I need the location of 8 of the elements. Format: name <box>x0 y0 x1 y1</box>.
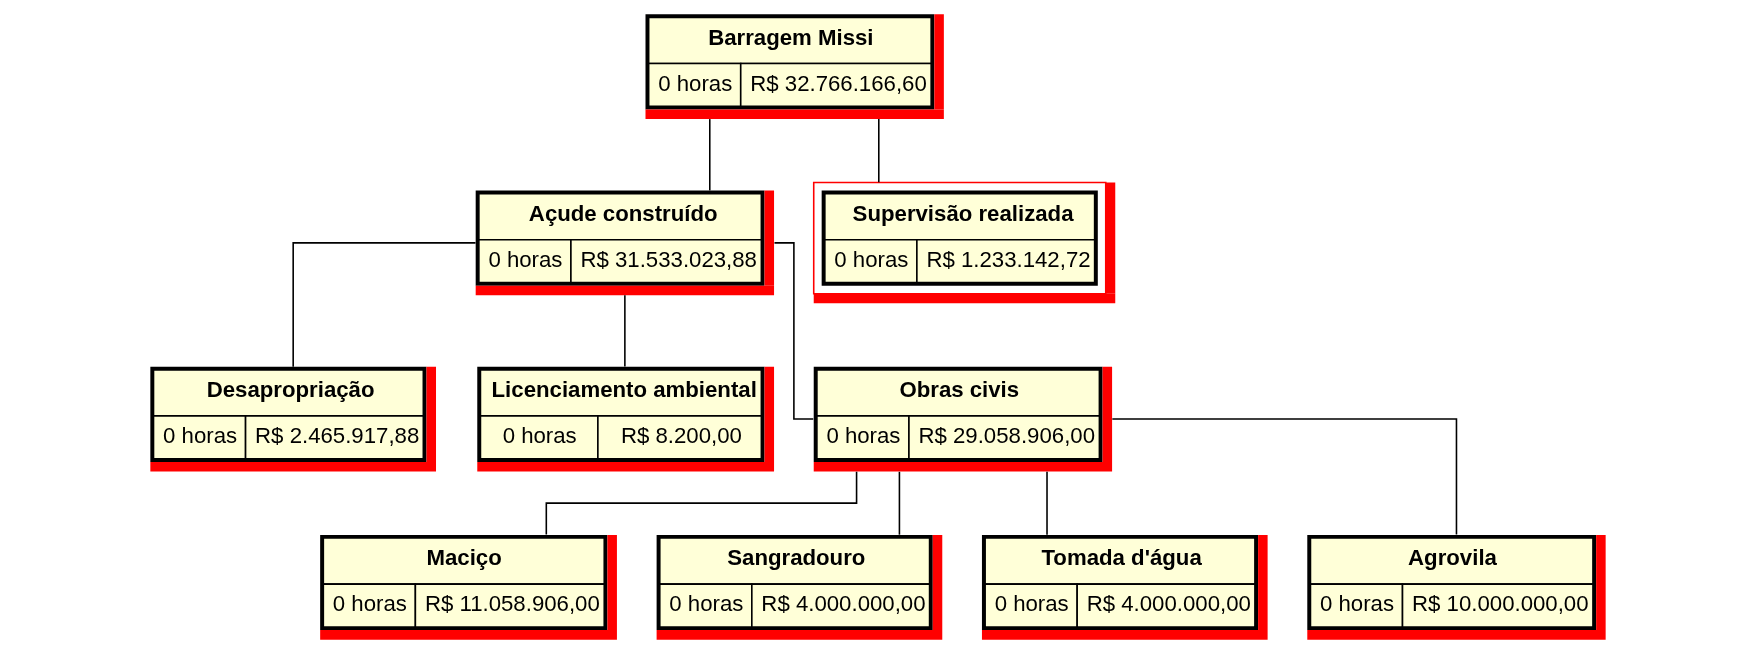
connector <box>1046 471 1048 536</box>
connector <box>292 242 477 368</box>
connector <box>898 471 901 536</box>
connector <box>545 471 858 536</box>
connector <box>709 118 711 192</box>
connector <box>1111 418 1458 536</box>
connector <box>624 294 626 368</box>
connector <box>878 118 880 184</box>
